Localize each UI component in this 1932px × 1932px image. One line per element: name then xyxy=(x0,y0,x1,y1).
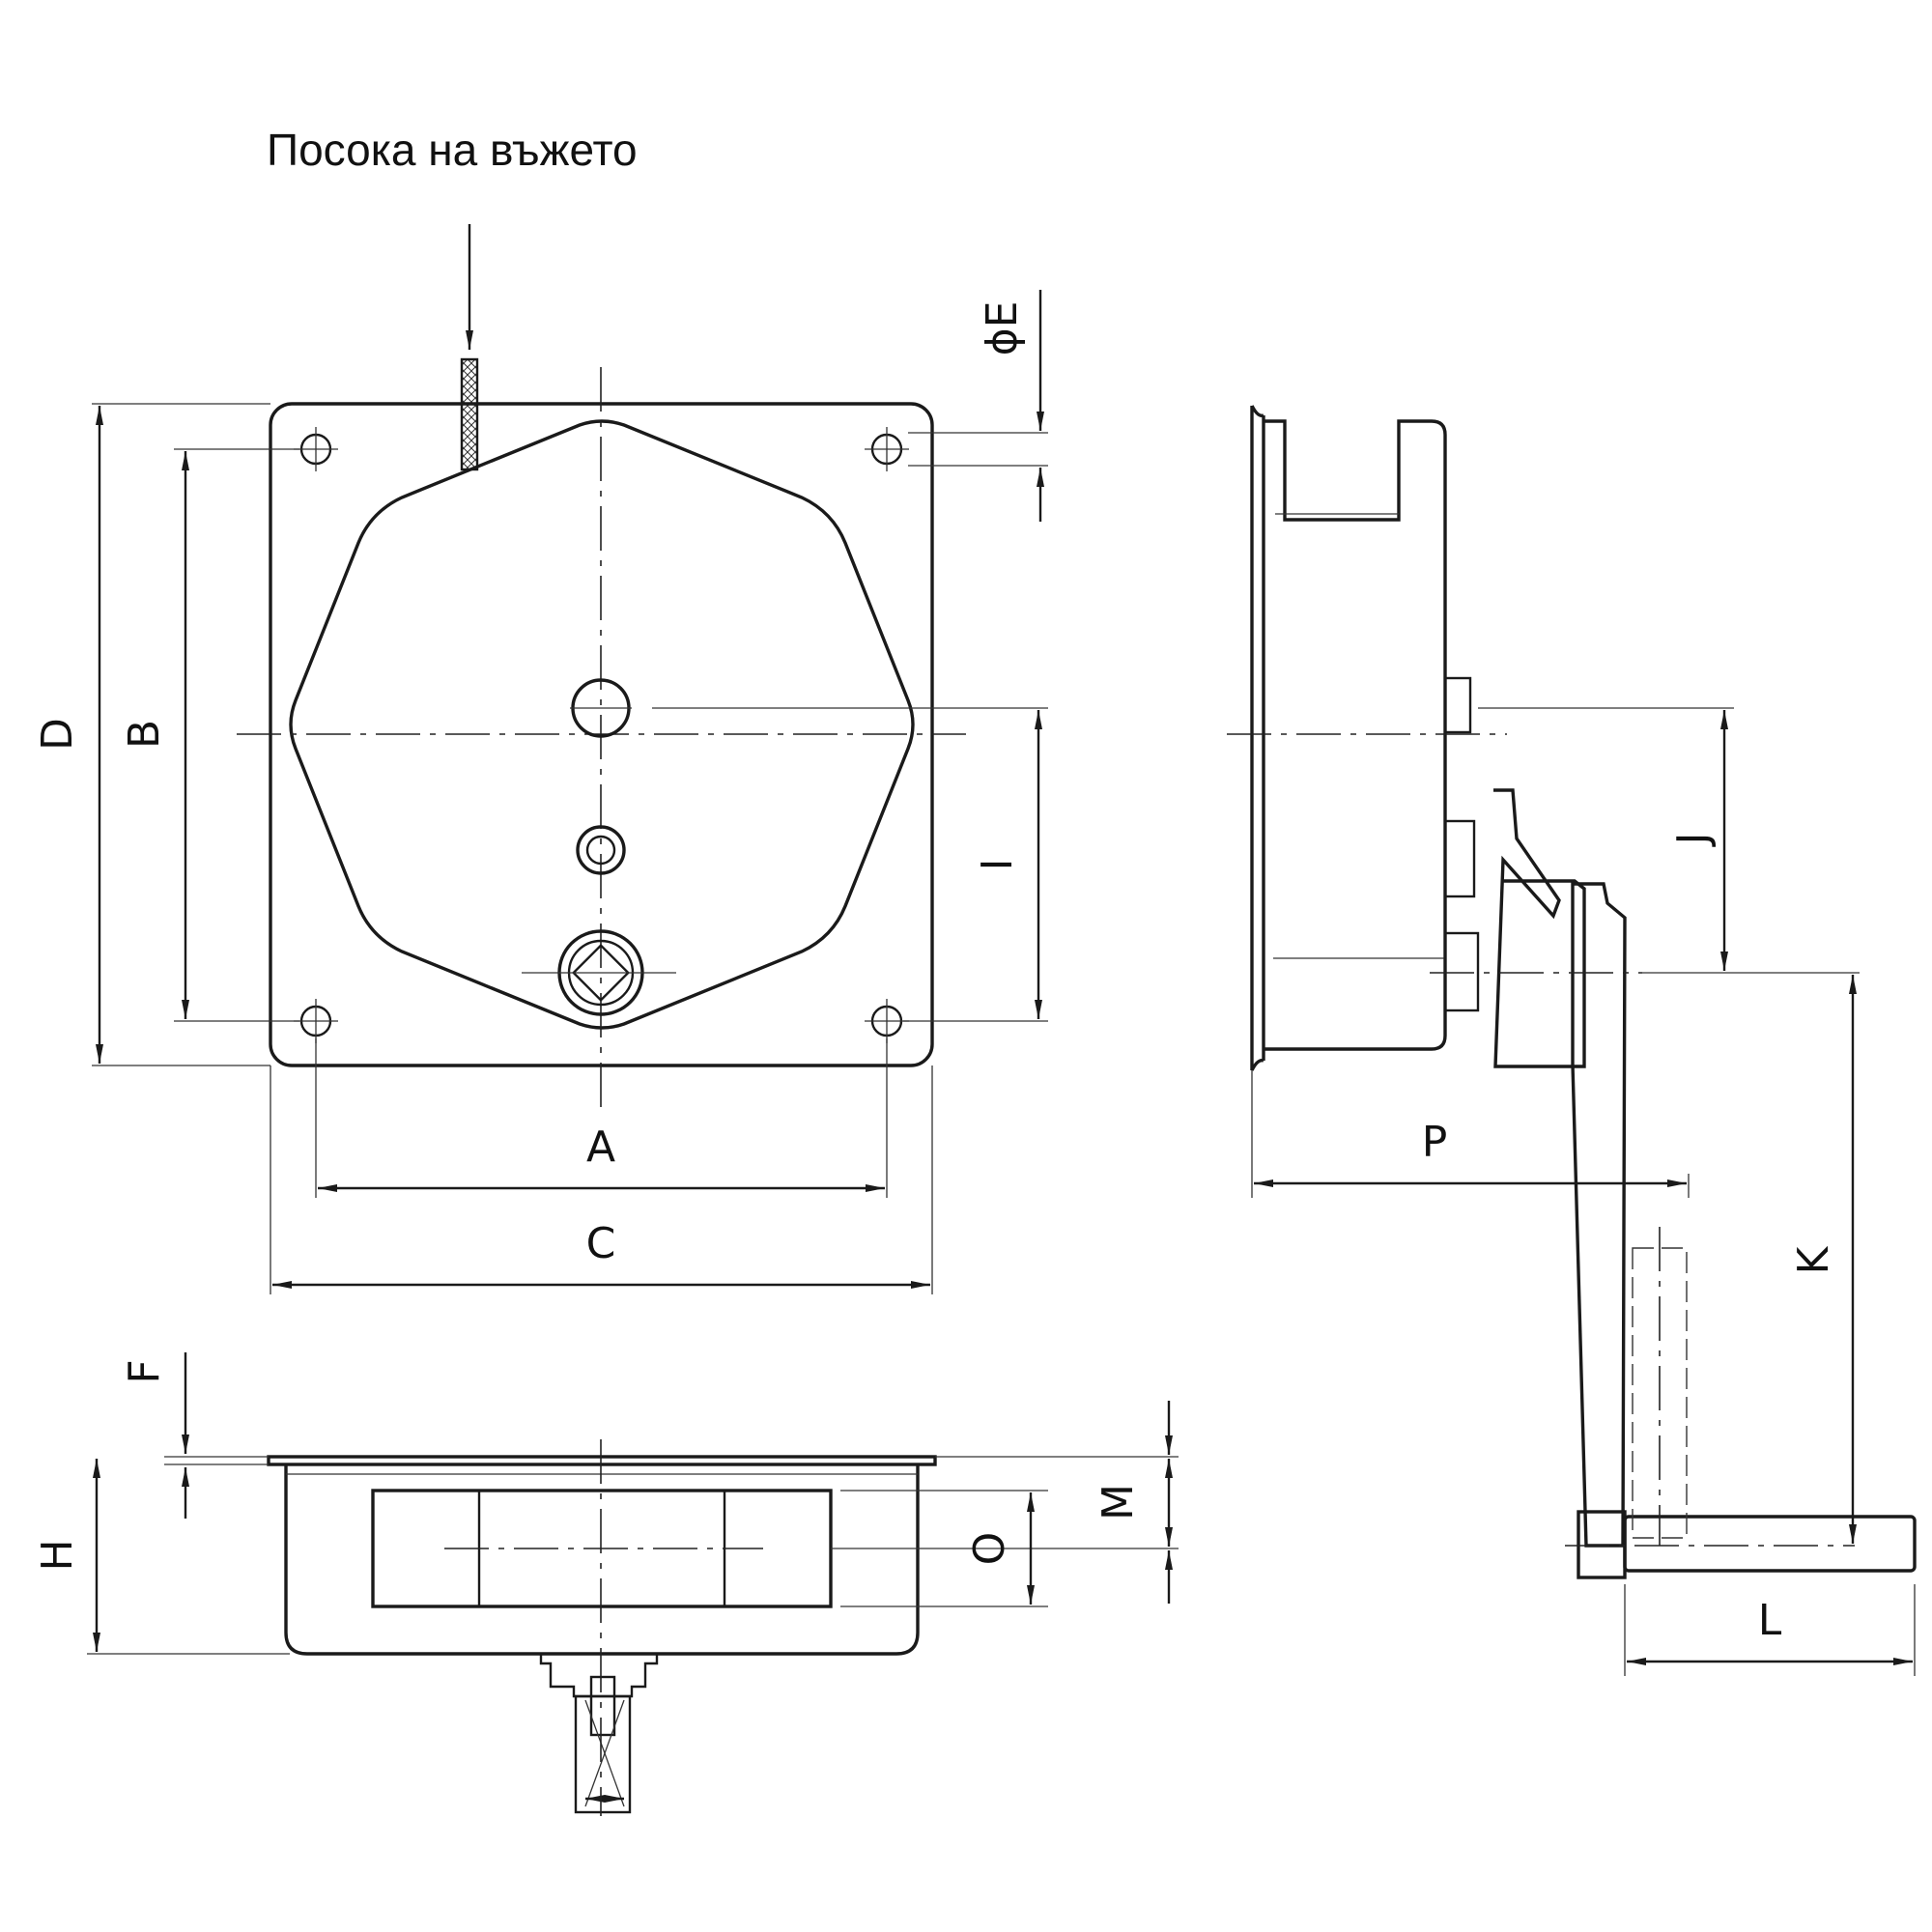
dim-label-E: ϕE xyxy=(978,301,1027,356)
side-flange xyxy=(1250,405,1265,1071)
front-view: D B A C I ϕE xyxy=(33,224,1048,1294)
side-brake-plate xyxy=(1493,788,1586,1068)
dim-label-P: P xyxy=(1422,1118,1448,1167)
dim-label-D: D xyxy=(33,718,82,751)
crank-handle-phantom xyxy=(1632,1247,1688,1539)
dim-label-K: K xyxy=(1789,1245,1838,1274)
rope xyxy=(460,357,479,471)
crank-handle xyxy=(1623,1515,1917,1573)
mounting-hole xyxy=(865,427,909,471)
mounting-hole xyxy=(865,999,909,1043)
mounting-holes xyxy=(294,427,909,1043)
dim-label-M: M xyxy=(1094,1484,1143,1520)
top-view: F H O M xyxy=(33,1352,1179,1816)
side-crank-hub xyxy=(1443,931,1480,1012)
dim-label-H: H xyxy=(33,1539,82,1571)
gear-shaft xyxy=(576,825,626,875)
side-view: J K P L xyxy=(1227,405,1917,1676)
mounting-hole xyxy=(294,427,338,471)
dim-label-I: I xyxy=(973,859,1022,871)
side-gear-block xyxy=(1443,819,1476,898)
top-shaft-housing xyxy=(539,1654,659,1698)
dim-label-C: C xyxy=(586,1219,616,1268)
side-housing xyxy=(1264,419,1447,1051)
top-flange xyxy=(267,1455,937,1466)
dim-label-O: O xyxy=(965,1532,1014,1566)
drum-housing xyxy=(289,419,915,1030)
dim-label-A: A xyxy=(586,1122,615,1172)
dim-label-J: J xyxy=(1668,833,1718,848)
dim-label-B: B xyxy=(120,720,169,749)
crank-arm xyxy=(1571,882,1627,1548)
rope-direction-caption: Посока на въжето xyxy=(267,125,638,175)
dim-label-L: L xyxy=(1758,1596,1782,1645)
top-crank-shaft xyxy=(574,1694,632,1814)
side-shaft-stub xyxy=(1443,676,1472,734)
mounting-hole xyxy=(294,999,338,1043)
dim-label-F: F xyxy=(120,1359,169,1383)
top-housing xyxy=(284,1464,920,1656)
